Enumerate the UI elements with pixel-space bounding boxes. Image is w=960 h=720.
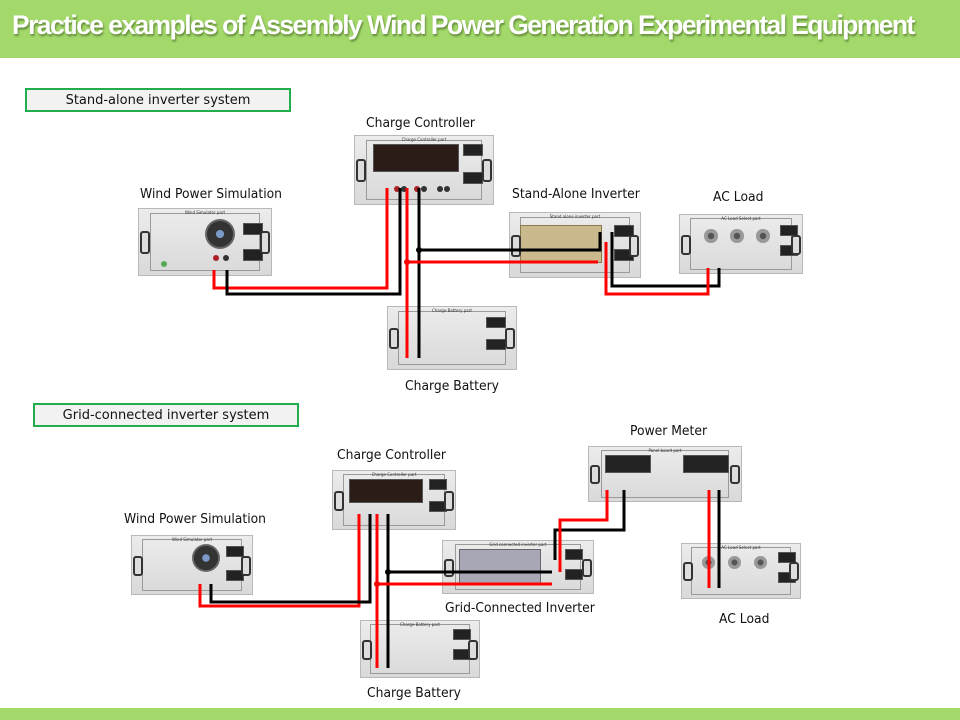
device-charge-battery-1: Charge Battery part [387,306,517,370]
title-banner: Practice examples of Assembly Wind Power… [0,0,960,58]
panel-caption: Charge Battery part [400,622,440,627]
label-ac-load-1: AC Load [713,190,764,205]
lamp-socket-icon [704,229,718,243]
device-ac-load-2: AC Load Select part [681,543,801,599]
inverter-unit [459,549,541,585]
lamp-socket-icon [730,229,744,243]
panel-caption: Stand alone inverter part [549,214,601,219]
label-charge-battery-2: Charge Battery [367,686,461,701]
dc-ammeter [463,172,483,184]
dc-volt-meter [463,144,483,156]
label-wind-power-simulation-1: Wind Power Simulation [140,187,283,202]
panel-caption: AC Load Select part [721,216,761,221]
device-wind-simulator-2: Wind Simulator part [131,535,253,595]
wind-generator-switch [161,261,167,267]
label-power-meter: Power Meter [630,424,708,439]
panel-caption: Panel board part [648,448,682,453]
watt-hour-meter-2 [683,455,729,473]
label-charge-controller-1: Charge Controller [366,116,475,131]
page-title: Practice examples of Assembly Wind Power… [12,10,915,40]
panel-caption: Grid connected inverter part [489,542,547,547]
section-title-grid-connected: Grid-connected inverter system [33,403,299,427]
footer-bar [0,708,960,720]
controller-display [373,144,459,172]
panel-caption: AC Load Select part [721,545,761,550]
device-charge-controller-1: Charge Controller part [354,135,494,205]
watt-hour-meter-1 [605,455,651,473]
device-wind-simulator-1: Wind Simulator part [138,208,272,276]
label-stand-alone-inverter: Stand-Alone Inverter [512,187,640,202]
panel-caption: Charge Controller part [401,137,447,142]
fan-icon [192,544,220,572]
fan-icon [205,219,235,249]
device-stand-alone-inverter: Stand alone inverter part [509,212,641,278]
inverter-unit [520,225,602,263]
panel-caption: Charge Battery part [432,308,472,313]
panel-caption: Charge Controller part [371,472,417,477]
device-power-meter: Panel board part [588,446,742,502]
section-title-stand-alone: Stand-alone inverter system [25,88,291,112]
label-charge-battery-1: Charge Battery [405,379,499,394]
device-grid-connected-inverter: Grid connected inverter part [442,540,594,594]
label-grid-connected-inverter: Grid-Connected Inverter [445,601,595,616]
battery-volt-meter [486,317,506,328]
label-ac-load-2: AC Load [719,612,770,627]
panel-caption: Wind Simulator part [171,537,213,542]
device-ac-load-1: AC Load Select part [679,214,803,274]
label-charge-controller-2: Charge Controller [337,448,446,463]
lamp-socket-icon [756,229,770,243]
battery-amp-meter [486,339,506,350]
device-charge-battery-2: Charge Battery part [360,620,480,678]
label-wind-power-simulation-2: Wind Power Simulation [124,512,267,527]
panel-caption: Wind Simulator part [184,210,226,215]
device-charge-controller-2: Charge Controller part [332,470,456,530]
